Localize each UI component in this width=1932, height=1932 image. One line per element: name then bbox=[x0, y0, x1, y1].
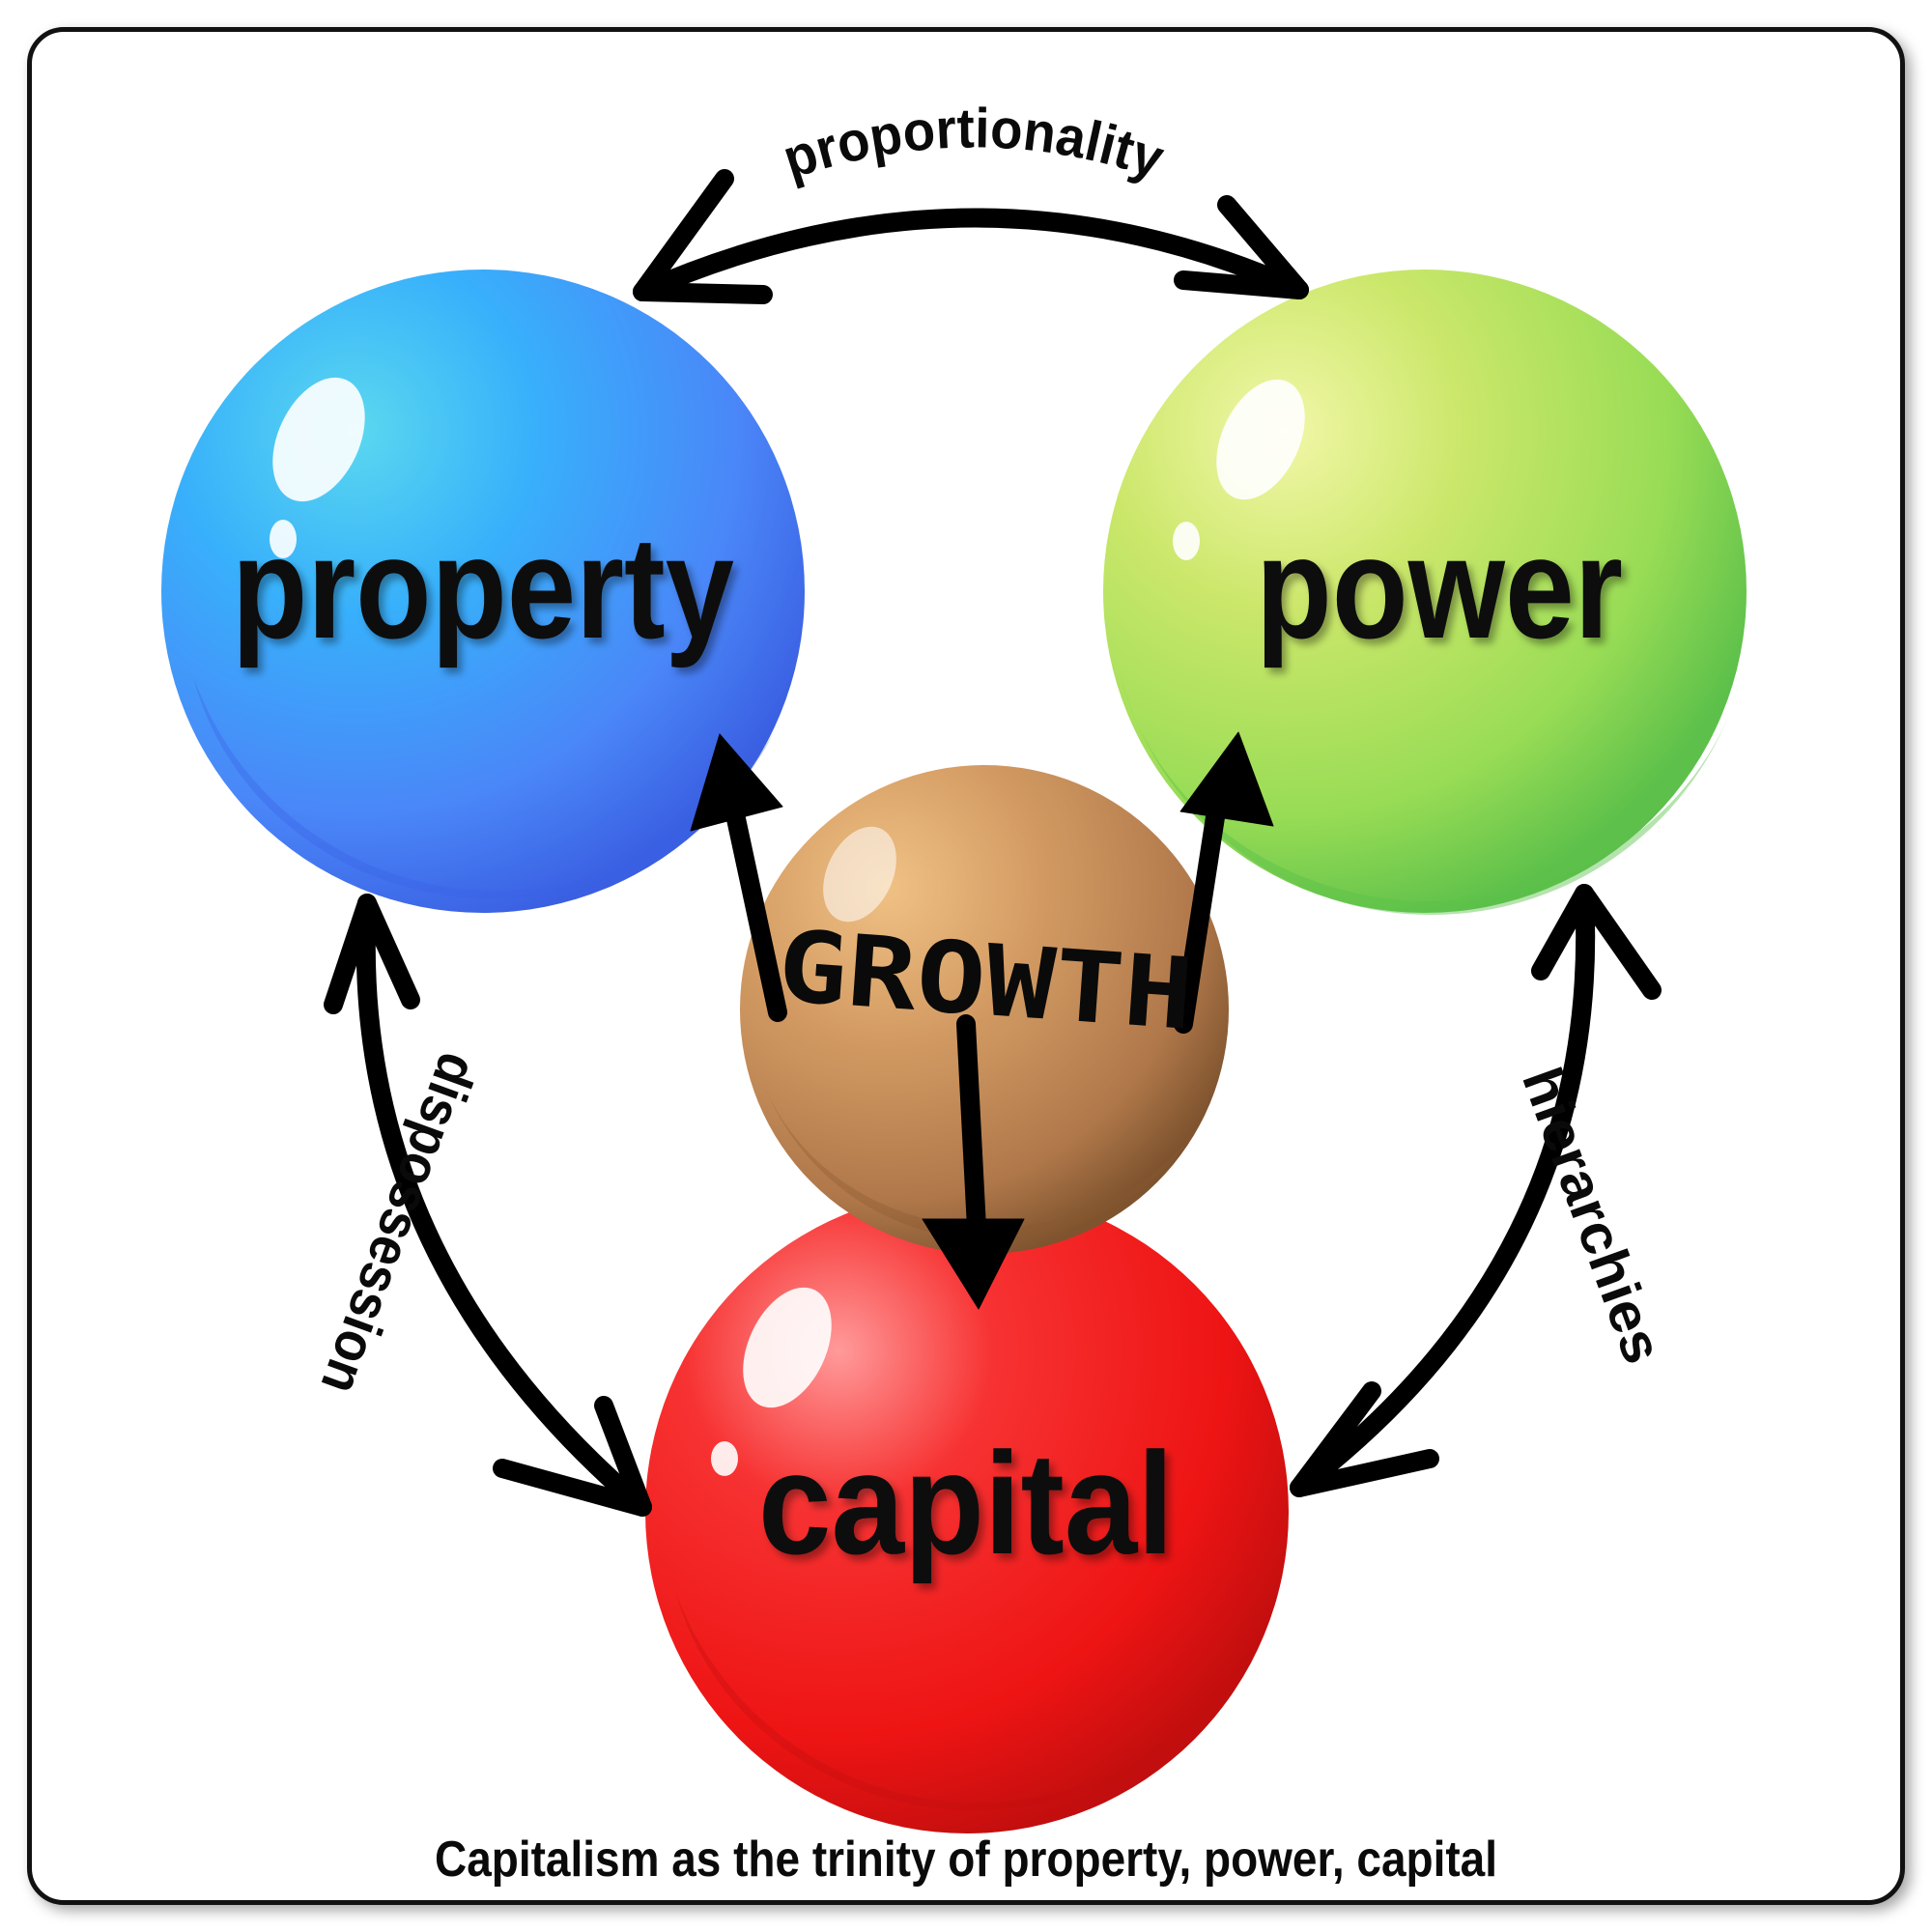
capital-label: capital bbox=[758, 1422, 1174, 1584]
capital-node: capital bbox=[645, 1190, 1289, 1833]
growth-to-power-arrow-shaft bbox=[1174, 782, 1229, 1034]
dispossession-arrowhead-top bbox=[324, 894, 420, 1014]
growth-node bbox=[740, 765, 1229, 1254]
property-label: property bbox=[232, 506, 734, 668]
dispossession-arrow bbox=[355, 894, 652, 1517]
proportionality-label: proportionality bbox=[776, 97, 1171, 190]
growth-to-property-arrowhead bbox=[690, 733, 783, 832]
proportionality-arrowhead-left bbox=[633, 169, 773, 304]
power-label: power bbox=[1256, 506, 1623, 668]
hierarchies-arrowhead-top bbox=[1531, 884, 1662, 1000]
property-node: property bbox=[161, 270, 805, 913]
proportionality-arrow bbox=[633, 208, 1309, 301]
dispossession-label: dispossession bbox=[309, 1045, 491, 1403]
diagram-caption: Capitalism as the trinity of property, p… bbox=[435, 1832, 1497, 1888]
power-node: power bbox=[1103, 270, 1747, 916]
hierarchies-arrow bbox=[1290, 884, 1596, 1497]
growth-to-property-arrow-shaft bbox=[720, 778, 787, 1022]
proportionality-edge bbox=[633, 169, 1309, 304]
growth-to-capital-arrow-shaft bbox=[956, 1014, 987, 1256]
hierarchies-edge bbox=[1290, 884, 1662, 1497]
growth-to-power-arrowhead bbox=[1179, 731, 1274, 827]
growth-to-capital-arrowhead bbox=[922, 1218, 1025, 1310]
proportionality-arrowhead-right bbox=[1174, 195, 1309, 299]
dispossession-arrowhead-bottom bbox=[493, 1396, 652, 1517]
dispossession-edge bbox=[324, 894, 652, 1517]
hierarchies-arrowhead-bottom bbox=[1290, 1381, 1439, 1497]
growth-arrows bbox=[690, 731, 1274, 1310]
